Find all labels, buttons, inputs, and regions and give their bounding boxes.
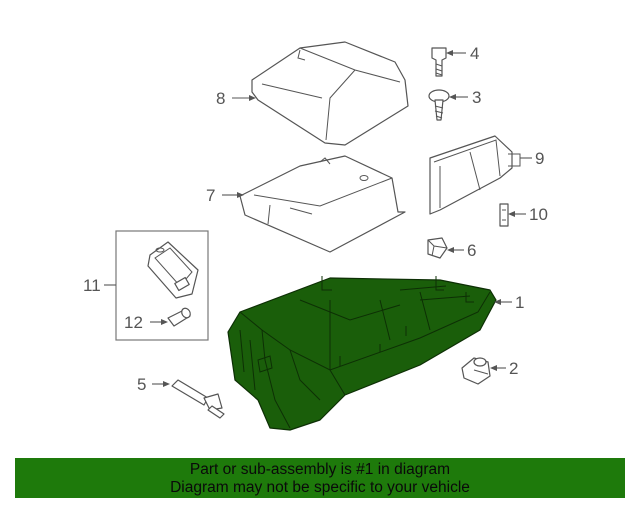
- callout-8-leader: [232, 95, 256, 101]
- callout-11[interactable]: 11: [83, 276, 101, 295]
- callout-5[interactable]: 5: [137, 375, 146, 394]
- part-10-clip[interactable]: [499, 203, 509, 227]
- part-2-bracket[interactable]: [461, 357, 491, 385]
- callout-4[interactable]: 4: [470, 44, 479, 63]
- info-banner: Part or sub-assembly is #1 in diagram Di…: [15, 458, 625, 498]
- banner-line-2: Diagram may not be specific to your vehi…: [170, 479, 470, 496]
- callout-6[interactable]: 6: [467, 241, 476, 260]
- callout-12[interactable]: 12: [124, 313, 143, 332]
- callout-3-leader: [449, 94, 468, 100]
- parts-diagram: 8 7 4 3 9: [83, 41, 548, 431]
- part-12-bulb[interactable]: [167, 307, 192, 327]
- part-11-lamp-housing[interactable]: [147, 241, 199, 299]
- part-9-duct[interactable]: [429, 135, 521, 215]
- part-3-screw[interactable]: [428, 89, 450, 121]
- part-4-bolt[interactable]: [431, 47, 447, 77]
- part-1-glove-box[interactable]: [227, 276, 497, 431]
- callout-10-leader: [508, 211, 526, 217]
- callout-3[interactable]: 3: [472, 88, 481, 107]
- part-5-damper[interactable]: [171, 379, 225, 419]
- part-8-upper-cover[interactable]: [251, 41, 409, 146]
- callout-6-leader: [447, 247, 464, 253]
- callout-10[interactable]: 10: [529, 205, 548, 224]
- callout-4-leader: [446, 50, 466, 56]
- callout-1-leader: [494, 299, 512, 305]
- callout-2-leader: [490, 365, 506, 371]
- callout-2[interactable]: 2: [509, 359, 518, 378]
- part-6-nut[interactable]: [427, 237, 448, 259]
- callout-9[interactable]: 9: [535, 149, 544, 168]
- callout-5-leader: [152, 381, 170, 387]
- callout-1[interactable]: 1: [515, 293, 524, 312]
- callout-7[interactable]: 7: [206, 186, 215, 205]
- callout-12-leader: [150, 319, 168, 325]
- callout-8[interactable]: 8: [216, 89, 225, 108]
- part-7-lower-cover[interactable]: [239, 155, 406, 253]
- banner-line-1: Part or sub-assembly is #1 in diagram: [189, 461, 451, 478]
- callout-7-leader: [222, 192, 244, 198]
